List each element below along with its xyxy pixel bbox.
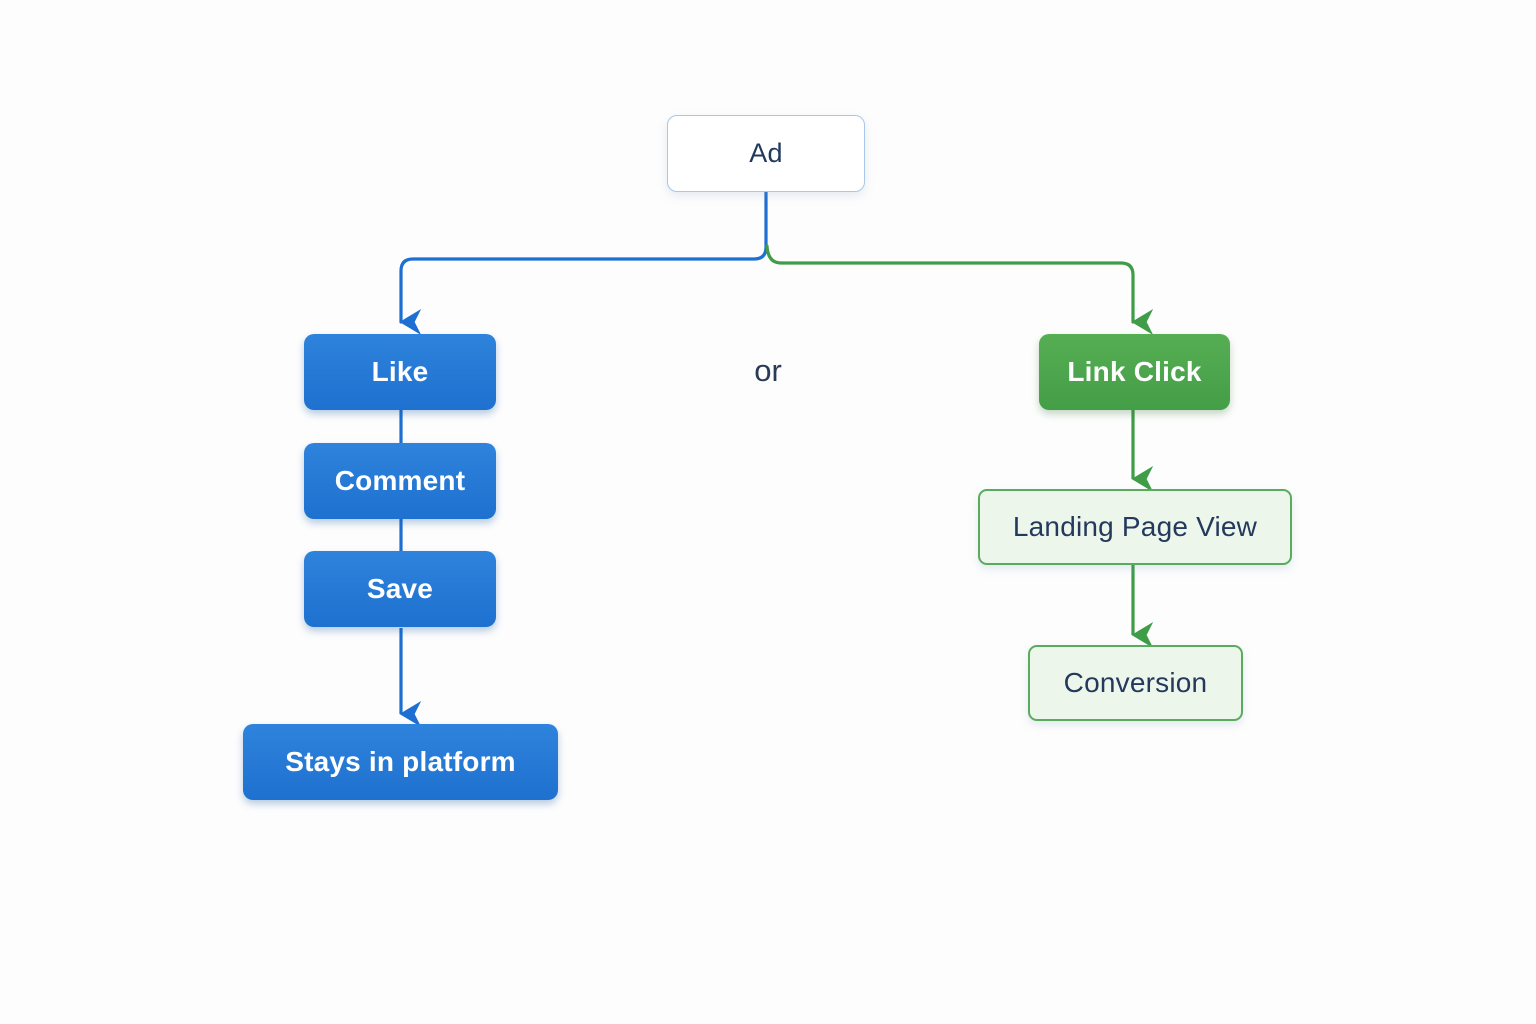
node-landing-page-view: Landing Page View — [978, 489, 1292, 565]
node-stays-in-platform: Stays in platform — [243, 724, 558, 800]
node-conversion: Conversion — [1028, 645, 1243, 721]
node-like: Like — [304, 334, 496, 410]
node-ad: Ad — [667, 115, 865, 192]
edge-ad-to-link-click — [765, 244, 1154, 335]
node-link-click: Link Click — [1039, 334, 1230, 410]
edge-ad-to-like — [399, 190, 768, 335]
node-comment: Comment — [304, 443, 496, 519]
or-label: or — [754, 353, 782, 388]
node-save: Save — [304, 551, 496, 627]
